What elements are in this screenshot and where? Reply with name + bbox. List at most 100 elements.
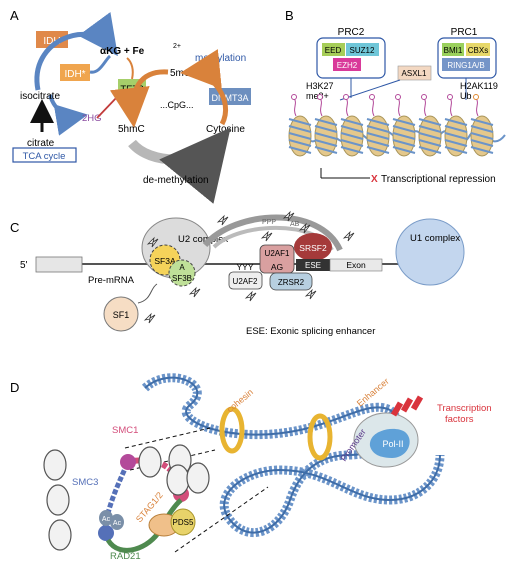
dnmt3a-label: DNMT3A (211, 93, 248, 103)
u2-label: U2 complex (178, 234, 228, 245)
asxl1-to-chromatin-line (339, 79, 401, 101)
tf-label-1: Transcription (437, 403, 492, 414)
cytosine-label: Cytosine (206, 124, 245, 135)
sf1-label: SF1 (113, 310, 130, 320)
h2ak119-label-2: Ub (460, 91, 472, 101)
exon-label: Exon (346, 260, 366, 270)
panel-a: A IDH IDH* isocitrate citrate TCA cycle … (10, 8, 251, 204)
nucleosome (392, 94, 416, 157)
ag-label: AG (271, 262, 283, 272)
tca-cycle-label: TCA cycle (23, 151, 66, 162)
nucleosome (418, 94, 442, 157)
srsf2-label: SRSF2 (299, 243, 327, 253)
pol2-label: Pol-II (382, 439, 403, 449)
sf3b-label: SF3B (172, 274, 192, 283)
cytosine-to-5mc-arrow (180, 49, 229, 126)
u2af2-protein (228, 271, 263, 290)
idh-mut-to-2hg-arrow (48, 94, 88, 136)
mutation-flag (244, 290, 257, 302)
nucleosome (48, 519, 72, 551)
eed-label: EED (325, 46, 342, 55)
idh-mut-loop-arrow (89, 54, 112, 74)
ab-label: AB (290, 221, 300, 228)
smc-hinge (120, 454, 136, 470)
prc2-label: PRC2 (338, 27, 365, 38)
cohesin-ring-1 (219, 406, 245, 454)
5hmc-label: 5hmC (118, 124, 145, 135)
ppp-label: PPP (262, 219, 276, 226)
pds5-subunit (170, 508, 196, 536)
repression-label: Transcriptional repression (381, 174, 496, 185)
pol2-complex (369, 428, 410, 458)
nucleosome (43, 449, 67, 481)
idh-box (36, 31, 68, 48)
suz12-label: SUZ12 (350, 46, 375, 55)
h3k27-label-1: H3K27 (306, 81, 334, 91)
chromatin-fiber-core (144, 376, 441, 534)
cbxs-label: CBXs (468, 46, 488, 55)
mutation-flag (260, 230, 273, 242)
panel-b-label: B (285, 8, 294, 23)
cohesin-ring-2 (307, 413, 333, 461)
exon-box (329, 258, 383, 272)
ring1-label: RING1A/B (447, 61, 484, 70)
five-prime-label: 5' (20, 260, 28, 271)
demethylation-label: de-methylation (143, 175, 209, 186)
a-label: A (179, 263, 185, 272)
nucleosome-array (288, 94, 506, 157)
acetyl-2 (110, 514, 124, 530)
zoom-line-1 (124, 427, 211, 449)
mutation-flag (146, 236, 159, 248)
nucleosome (166, 464, 190, 496)
nucleosome (46, 484, 70, 516)
prc1-label: PRC1 (451, 27, 478, 38)
nucleosome (314, 94, 338, 157)
ese-region (296, 259, 330, 271)
zrsr2-protein (269, 272, 313, 291)
ezh2-label: EZH2 (337, 61, 358, 70)
ese-label: ESE (305, 261, 321, 270)
mutation-flags (143, 210, 355, 324)
acetyl-1 (99, 510, 113, 526)
5mc-label: 5mC (170, 68, 191, 79)
mutation-flag (143, 312, 156, 324)
2hg-inhibits-tet2 (96, 95, 119, 119)
h2ak119-label-1: H2AK119 (460, 81, 498, 91)
demethylation-arrow (128, 127, 231, 204)
ring1-box (442, 58, 490, 71)
u1-label: U1 complex (410, 233, 460, 244)
acetyl-2-label: Ac (113, 520, 122, 527)
u2af2-label: U2AF2 (233, 277, 258, 286)
idh-to-akg-arrow (34, 11, 118, 91)
asxl1-box (397, 65, 432, 81)
bmi1-box (442, 43, 464, 56)
smc3-head (98, 525, 114, 541)
tca-cycle-box (12, 147, 77, 163)
ppp-arc (202, 214, 343, 252)
sf3b-protein (168, 259, 196, 287)
rad21-label: RAD21 (110, 551, 141, 562)
nucleosome (444, 94, 468, 157)
smc3-label: SMC3 (72, 477, 98, 488)
cbxs-box (466, 43, 490, 56)
cohesin-label: cohesin (225, 387, 255, 415)
mutation-flag (342, 230, 355, 242)
mutation-flag (188, 286, 201, 298)
sf1-tether (137, 283, 158, 304)
idh-mutant-label: IDH* (64, 69, 85, 80)
methylation-label: methylation (195, 53, 246, 64)
panel-d: D cohesin Pol-II Enhancer Transcription … (10, 373, 492, 562)
enhancer-marks (390, 395, 424, 417)
panel-c: C 5' 3' Pre-mRNA U1 complex U2 complex P… (10, 210, 465, 337)
akg-label: αKG + Fe (100, 46, 145, 57)
isocitrate-label: isocitrate (20, 91, 60, 102)
acetyl-1-label: Ac (102, 516, 111, 523)
asxl1-label: ASXL1 (402, 69, 427, 78)
u2af1-label: U2AF1 (265, 249, 290, 258)
nucleosome (288, 94, 312, 157)
idh-label: IDH (43, 36, 60, 47)
zoom-line-3 (174, 486, 269, 553)
mutation-flag (216, 214, 229, 226)
nucleosome (340, 94, 364, 157)
panel-d-label: D (10, 380, 19, 395)
